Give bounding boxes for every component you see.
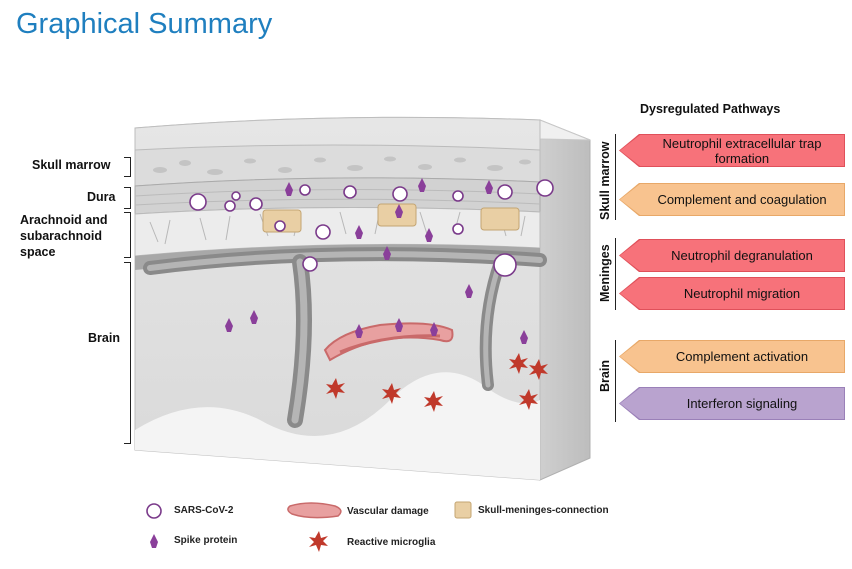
label-dura: Dura (87, 190, 116, 204)
label-arachnoid-line-2: subarachnoid (20, 229, 102, 243)
pathway-net-line-2: formation (714, 150, 770, 166)
pathway-interferon-signaling-label: Interferon signaling (686, 396, 798, 411)
group-line-brain (615, 340, 617, 422)
group-line-meninges (615, 238, 617, 310)
bracket-dura (124, 187, 131, 209)
legend-microglia-icon (309, 531, 328, 552)
bracket-arachnoid (124, 212, 131, 258)
pathway-interferon-signaling: Interferon signaling (620, 388, 844, 419)
reactive-microglia (326, 353, 548, 412)
pathway-complement-activation-label: Complement activation (675, 349, 809, 364)
group-label-skull-marrow: Skull marrow (598, 141, 612, 221)
marrow-texture (153, 156, 531, 175)
label-arachnoid-line-3: space (20, 245, 56, 259)
pathway-neutrophil-migration-label: Neutrophil migration (683, 286, 801, 301)
virus-particles (189, 179, 554, 277)
pathway-complement-activation: Complement activation (620, 341, 844, 372)
legend-connection-icon (454, 501, 472, 519)
spike-proteins (225, 178, 528, 344)
pathway-neutrophil-degranulation: Neutrophil degranulation (620, 240, 844, 271)
pathway-neutrophil-migration: Neutrophil migration (620, 278, 844, 309)
pathway-neutrophil-degranulation-label: Neutrophil degranulation (671, 248, 813, 263)
bracket-skull-marrow (124, 157, 131, 177)
pathway-net-line-1: Neutrophil extracellular trap (662, 135, 822, 151)
legend-sars-label: SARS-CoV-2 (174, 505, 234, 516)
pathways-header: Dysregulated Pathways (640, 102, 781, 116)
legend-spike-label: Spike protein (174, 535, 238, 546)
group-label-meninges: Meninges (598, 244, 612, 302)
legend-spike-icon (150, 534, 158, 548)
page-title: Graphical Summary (16, 8, 273, 40)
label-brain: Brain (88, 331, 120, 345)
pathway-complement-coagulation-label: Complement and coagulation (657, 192, 827, 207)
group-label-brain: Brain (598, 360, 612, 392)
pathway-complement-coagulation: Complement and coagulation (620, 184, 844, 215)
legend-microglia-label: Reactive microglia (347, 537, 436, 548)
legend-connection-label: Skull-meninges-connection (478, 505, 609, 516)
legend-vascular-label: Vascular damage (347, 506, 429, 517)
legend-sars-icon (146, 503, 162, 519)
label-arachnoid-line-1: Arachnoid and (20, 213, 108, 227)
group-line-skull-marrow (615, 134, 617, 220)
block-side-face (539, 119, 591, 481)
legend-vascular-icon (287, 502, 342, 519)
bracket-brain (124, 262, 131, 444)
label-skull-marrow: Skull marrow (32, 158, 111, 172)
